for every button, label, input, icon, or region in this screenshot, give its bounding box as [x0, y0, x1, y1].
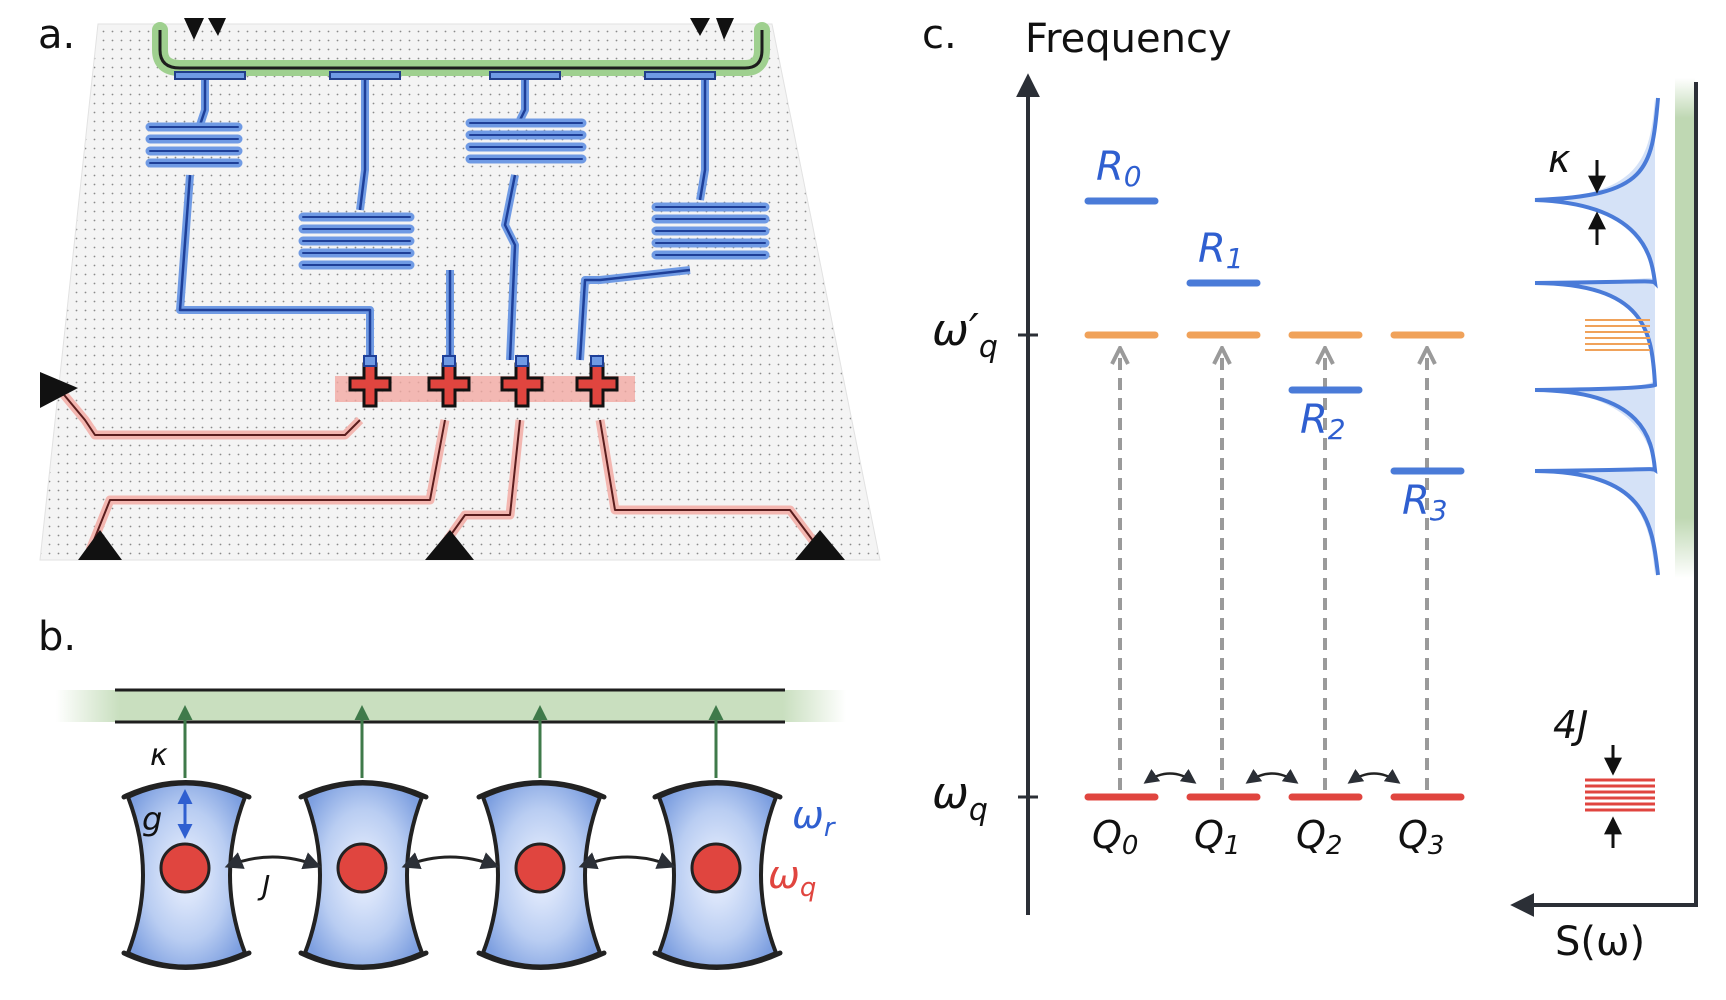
resonator-traces-core — [178, 80, 707, 361]
qubit-label-2: Q2 — [1296, 813, 1342, 861]
tick-lower-label: ωq — [932, 768, 988, 828]
resonator-label-3: R3 — [1402, 478, 1448, 527]
feedline-center — [158, 30, 764, 70]
four-j-label: 4J — [1553, 703, 1588, 747]
kappa-arrows — [177, 705, 724, 778]
transmon-crosses — [348, 362, 619, 408]
g-label: g — [142, 800, 162, 838]
drive-port-left — [40, 372, 78, 408]
panel-c: c. Frequency ω′q ωq — [922, 12, 1698, 965]
tick-upper-label: ω′q — [932, 305, 998, 365]
panel-c-label: c. — [922, 12, 957, 58]
omega-r-label: ωr — [792, 793, 837, 843]
meander-core — [149, 122, 766, 266]
resonator-label-2: R2 — [1300, 397, 1346, 446]
qubit-label-1: Q1 — [1194, 813, 1240, 861]
drive-traces-core — [59, 389, 821, 551]
feed-port-left — [184, 18, 226, 40]
spectrum-curve — [1534, 97, 1660, 576]
axis-title: Frequency — [1025, 16, 1232, 62]
spectrum-kappa-label: κ — [1548, 137, 1571, 181]
qubit-label-3: Q3 — [1398, 813, 1444, 861]
kappa-label: κ — [150, 738, 168, 773]
chip-plane — [39, 23, 881, 561]
feedline-bar — [56, 690, 846, 722]
omega-q-label: ωq — [768, 853, 816, 903]
j-label: J — [257, 869, 270, 902]
spectrum-feedline — [1675, 78, 1695, 578]
coupling-pads — [174, 71, 716, 80]
qubit-circles — [159, 842, 742, 894]
panel-a: a. — [38, 12, 881, 561]
panel-b-label: b. — [38, 614, 76, 660]
transition-arrows — [1120, 350, 1427, 790]
qubit-caps — [363, 355, 604, 367]
drive-port-bottom-3 — [795, 530, 845, 560]
four-j-band — [1585, 778, 1655, 812]
panel-b: b. κ — [38, 614, 846, 970]
feed-port-right — [690, 18, 734, 40]
cavities — [125, 781, 779, 969]
spectrum-fill — [1535, 98, 1655, 575]
resonator-label-0: R0 — [1096, 144, 1142, 193]
cavity-mirrors — [121, 780, 783, 970]
resonator-label-1: R1 — [1198, 226, 1244, 275]
j-couplings — [224, 852, 676, 870]
spectrum-orange-band — [1585, 319, 1650, 351]
resonator-levels — [1084, 197, 1465, 475]
drive-port-bottom-1 — [78, 530, 122, 560]
drive-port-bottom-2 — [425, 530, 474, 560]
panel-a-label: a. — [38, 12, 75, 58]
qubit-label-0: Q0 — [1092, 813, 1138, 861]
qubit-couplings — [1143, 768, 1401, 784]
spectrum-label: S(ω) — [1555, 919, 1645, 965]
spectrum-axis — [1510, 82, 1698, 917]
